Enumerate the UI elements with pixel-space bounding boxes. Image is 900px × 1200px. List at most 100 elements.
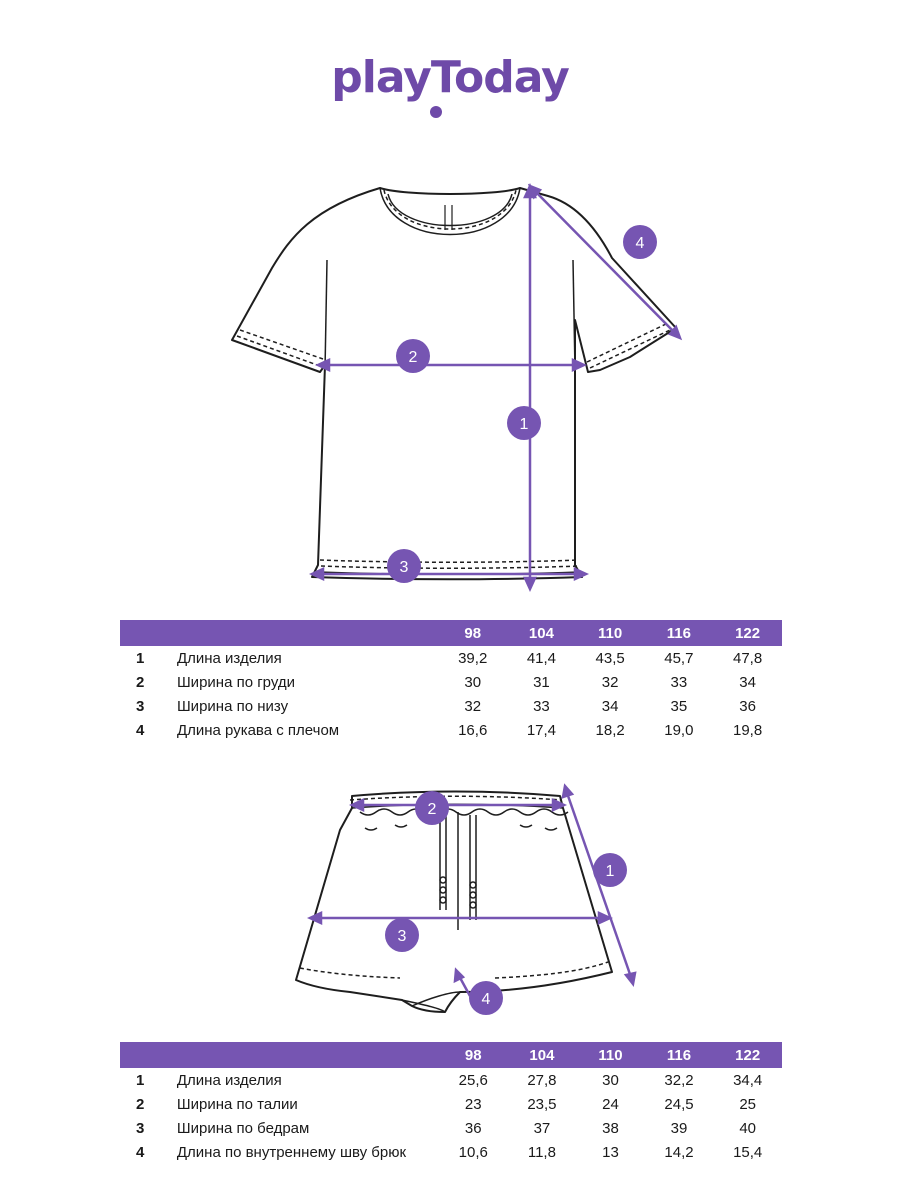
measurement-value: 14,2	[664, 1143, 694, 1161]
measurement-value: 23	[464, 1095, 482, 1113]
measurement-value: 24,5	[664, 1095, 694, 1113]
shorts-length-line	[564, 789, 634, 981]
row-number: 1	[136, 649, 145, 667]
measurement-value: 30	[602, 1071, 619, 1089]
measurement-value: 32,2	[664, 1071, 694, 1089]
shorts-marker-3	[385, 918, 419, 952]
measurement-value: 24	[602, 1095, 619, 1113]
measurement-value: 15,4	[733, 1143, 763, 1161]
size-header: 110	[576, 1042, 645, 1068]
size-header: 122	[713, 620, 782, 646]
measurement-value: 25	[739, 1095, 757, 1113]
row-number: 4	[136, 1143, 145, 1161]
measurement-value: 45,7	[664, 649, 694, 667]
measurement-value: 23,5	[527, 1095, 557, 1113]
measurement-value: 39,2	[458, 649, 488, 667]
shorts-size-table: 98 104 110 116 122 1 Длина изделия 25,6 …	[120, 1042, 782, 1164]
measurement-name: Ширина по талии	[176, 1095, 298, 1113]
tshirt-marker-1	[507, 406, 541, 440]
measurement-value: 16,6	[458, 721, 488, 739]
table-row: 4 Длина по внутреннему шву брюк 10,6 11,…	[120, 1140, 782, 1164]
measurement-value: 30	[464, 673, 482, 691]
table-row: 4 Длина рукава с плечом 16,6 17,4 18,2 1…	[120, 718, 782, 742]
row-number: 1	[136, 1071, 145, 1089]
tshirt-marker-2	[396, 339, 430, 373]
row-number: 3	[136, 1119, 145, 1137]
row-number: 2	[136, 673, 145, 691]
table-row: 1 Длина изделия 25,6 27,8 30 32,2 34,4	[120, 1068, 782, 1092]
measurement-name: Длина изделия	[176, 649, 282, 667]
tshirt-size-table: 98 104 110 116 122 1 Длина изделия 39,2 …	[120, 620, 782, 742]
measurement-name: Ширина по груди	[176, 673, 295, 691]
table-row: 3 Ширина по низу 32 33 34 35 36	[120, 694, 782, 718]
measurement-value: 43,5	[595, 649, 625, 667]
measurement-value: 34,4	[733, 1071, 763, 1089]
table-row: 1 Длина изделия 39,2 41,4 43,5 45,7 47,8	[120, 646, 782, 670]
measurement-value: 17,4	[526, 721, 557, 739]
measurement-name: Длина изделия	[176, 1071, 282, 1089]
measurement-value: 33	[670, 673, 688, 691]
measurement-value: 32	[601, 673, 619, 691]
tshirt-marker-2-label: 2	[409, 349, 418, 366]
measurement-name: Ширина по низу	[176, 697, 289, 715]
shorts-marker-4	[469, 981, 503, 1015]
size-header: 116	[644, 1042, 714, 1068]
tshirt-marker-4	[623, 225, 657, 259]
size-header: 98	[438, 1042, 508, 1068]
shorts-marker-4-label: 4	[482, 991, 491, 1008]
tshirt-drawing: 1 2 3 4	[231, 182, 683, 593]
table-row: 2 Ширина по груди 30 31 32 33 34	[120, 670, 782, 694]
measurement-value: 19,8	[733, 721, 763, 739]
measurement-value: 40	[739, 1119, 757, 1137]
measurement-value: 25,6	[458, 1071, 488, 1089]
size-header: 104	[507, 1042, 577, 1068]
measurement-value: 18,2	[595, 721, 625, 739]
measurement-name: Длина по внутреннему шву брюк	[176, 1143, 407, 1161]
tshirt-marker-3	[387, 549, 421, 583]
shorts-marker-1	[593, 853, 627, 887]
size-header: 98	[438, 620, 508, 646]
measurement-value: 10,6	[458, 1143, 488, 1161]
measurement-value: 32	[464, 697, 482, 715]
table-row: 3 Ширина по бедрам 36 37 38 39 40	[120, 1116, 782, 1140]
measurement-value: 36	[739, 697, 756, 715]
shorts-marker-3-label: 3	[398, 928, 407, 945]
table-row: 2 Ширина по талии 23 23,5 24 24,5 25	[120, 1092, 782, 1116]
size-header: 122	[713, 1042, 782, 1068]
measurement-value: 36	[464, 1119, 482, 1137]
shorts-marker-2	[415, 791, 449, 825]
tshirt-table-header: 98 104 110 116 122	[120, 620, 782, 646]
measurement-value: 38	[602, 1119, 619, 1137]
shorts-marker-2-label: 2	[428, 801, 437, 818]
measurement-value: 39	[670, 1119, 688, 1137]
tshirt-marker-1-label: 1	[520, 416, 529, 433]
measurement-value: 11,8	[527, 1143, 556, 1161]
measurement-value: 34	[739, 673, 756, 691]
shorts-table-header: 98 104 110 116 122	[120, 1042, 782, 1068]
measurement-value: 33	[533, 697, 550, 715]
shorts-marker-1-label: 1	[606, 863, 615, 880]
brand-logo: playToday	[331, 52, 570, 103]
logo-dot	[430, 106, 442, 118]
measurement-value: 19,0	[664, 721, 694, 739]
row-number: 3	[136, 697, 145, 715]
row-number: 2	[136, 1095, 145, 1113]
measurement-value: 37	[533, 1119, 551, 1137]
measurement-value: 35	[670, 697, 688, 715]
measurement-value: 27,8	[527, 1071, 557, 1089]
shorts-drawing: 2 1 3 4	[295, 783, 637, 1015]
measurement-name: Длина рукава с плечом	[176, 721, 340, 739]
measurement-value: 31	[533, 673, 550, 691]
tshirt-outline	[231, 187, 677, 581]
measurement-value: 47,8	[733, 649, 763, 667]
tshirt-marker-3-label: 3	[400, 559, 409, 576]
tshirt-sleeve-line	[531, 187, 679, 337]
measurement-name: Ширина по бедрам	[176, 1119, 310, 1137]
size-header: 110	[575, 620, 645, 646]
row-number: 4	[136, 721, 145, 739]
size-header: 116	[644, 620, 714, 646]
tshirt-marker-4-label: 4	[636, 235, 645, 252]
size-header: 104	[507, 620, 576, 646]
measurement-value: 34	[601, 697, 619, 715]
measurement-value: 13	[602, 1143, 619, 1161]
